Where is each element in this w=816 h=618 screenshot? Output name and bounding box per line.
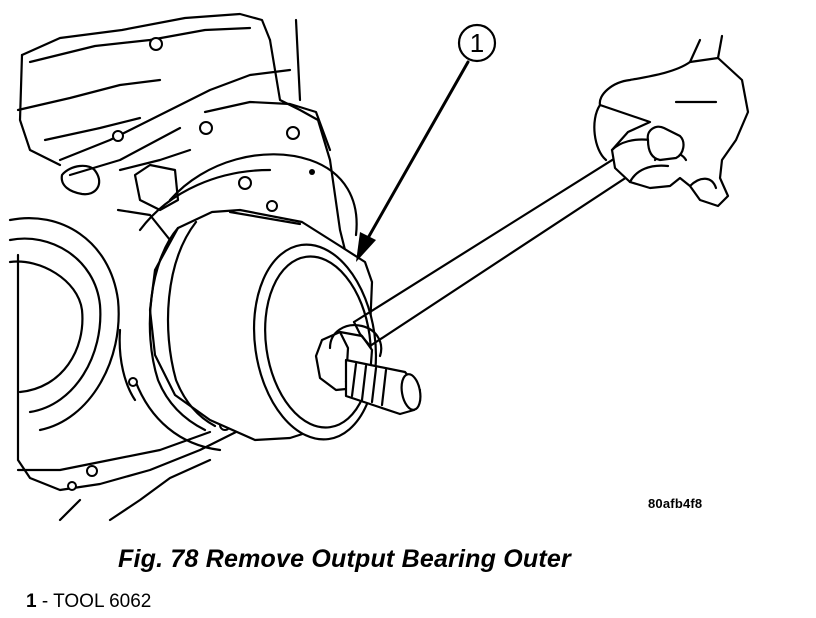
hand bbox=[593, 34, 750, 208]
technical-illustration: 1 bbox=[8, 12, 750, 522]
transfer-case-housing bbox=[8, 12, 358, 522]
callout-arrowhead bbox=[356, 232, 376, 262]
figure-legend: 1 - TOOL 6062 bbox=[26, 591, 151, 613]
puller-tool-6062 bbox=[148, 208, 378, 442]
figure-code: 80afb4f8 bbox=[648, 496, 703, 511]
callout-number: 1 bbox=[470, 28, 484, 58]
legend-separator: - bbox=[36, 591, 54, 612]
legend-label: TOOL 6062 bbox=[53, 591, 152, 612]
box-end-wrench bbox=[328, 128, 670, 358]
figure-caption: Fig. 78 Remove Output Bearing Outer bbox=[118, 545, 571, 573]
legend-number: 1 bbox=[26, 591, 37, 612]
callout-1: 1 bbox=[356, 23, 497, 262]
